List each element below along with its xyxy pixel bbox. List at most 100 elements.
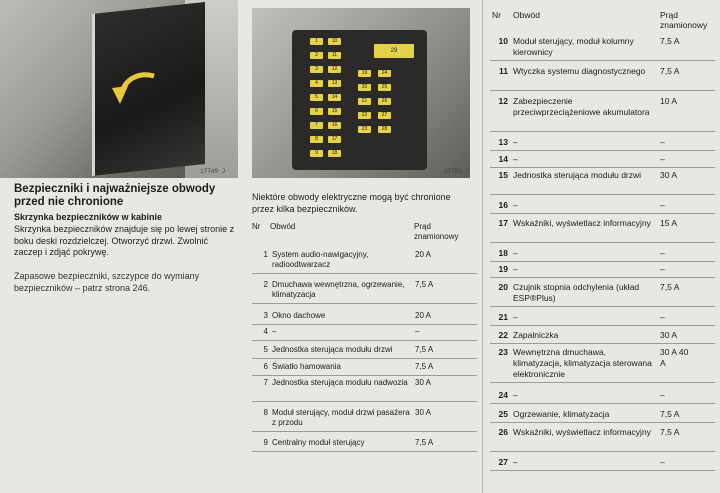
fuse: 23 (358, 126, 371, 133)
fuse: 25 (378, 84, 391, 91)
row-divider (252, 273, 477, 274)
fuse: 16 (328, 122, 341, 129)
rated-current: – (660, 457, 665, 467)
row-divider (490, 325, 715, 326)
circuit-name: – (513, 264, 518, 274)
row-divider (490, 90, 715, 91)
fuse: 10 (328, 38, 341, 45)
row-divider (252, 358, 477, 359)
fuse: 2 (310, 52, 323, 59)
column-header-current: Prąd znamionowy (414, 222, 459, 241)
circuit-name: Wtyczka systemu diagnostycznego (513, 66, 646, 76)
row-divider (490, 131, 715, 132)
fuse-number: 17 (498, 218, 508, 228)
fuse: 22 (358, 112, 371, 119)
rated-current: 30 A (415, 408, 432, 417)
fuse-number: 6 (263, 362, 268, 371)
row-divider (490, 306, 715, 307)
fuse-number: 23 (498, 347, 508, 357)
column-header-circuit: Obwód (270, 222, 296, 231)
rated-current: 30 A (660, 330, 678, 340)
circuit-name: Jednostka sterująca modułu nadwozia (272, 378, 408, 387)
fuse: 29 (374, 44, 414, 58)
rated-current: 7,5 A (660, 36, 680, 46)
figure-label: 17749 J (200, 168, 226, 175)
fuse-number: 9 (263, 438, 268, 447)
rated-current: – (660, 264, 665, 274)
paragraph-spare-fuses: Zapasowe bezpieczniki, szczypce do wymia… (14, 271, 200, 293)
rated-current: 20 A (415, 311, 432, 320)
circuit-name: Ogrzewanie, klimatyzacja (513, 409, 610, 419)
fuse: 18 (328, 150, 341, 157)
fuse: 1 (310, 38, 323, 45)
fuse-number: 11 (499, 66, 508, 76)
fuse: 21 (358, 98, 371, 105)
row-divider (252, 324, 477, 325)
rated-current: – (660, 154, 665, 164)
row-divider (490, 382, 715, 383)
circuit-name: – (513, 312, 518, 322)
rated-current: 30 A (415, 378, 432, 387)
fuse: 19 (358, 70, 371, 77)
column-divider (482, 0, 483, 493)
section-heading: Bezpieczniki i najważniejsze obwody prze… (14, 183, 216, 208)
fuse: 28 (378, 126, 391, 133)
fuse: 13 (328, 80, 341, 87)
circuit-name: Światło hamowania (272, 362, 341, 371)
rated-current: 7,5 A (415, 280, 434, 289)
row-divider (252, 303, 477, 304)
circuit-name: Dmuchawa wewnętrzna, ogrzewanie, klimaty… (272, 280, 405, 299)
fuse: 9 (310, 150, 323, 157)
fuse-box-location-photo (0, 0, 238, 178)
circuit-name: Zapalniczka (513, 330, 559, 340)
fuse-number: 26 (498, 427, 508, 437)
row-divider (252, 431, 477, 432)
fuse: 8 (310, 136, 323, 143)
circuit-name: – (513, 154, 518, 164)
circuit-name: Centralny moduł sterujący (272, 438, 365, 447)
fuse-number: 13 (498, 137, 508, 147)
fuse-number: 19 (498, 264, 508, 274)
row-divider (252, 340, 477, 341)
fuse-number: 20 (498, 282, 508, 292)
fuse: 6 (310, 108, 323, 115)
fuse-number: 8 (263, 408, 268, 417)
circuit-name: – (272, 327, 277, 336)
rated-current: 7,5 A (660, 427, 680, 437)
rated-current: 7,5 A (660, 409, 680, 419)
fuse-number: 4 (263, 327, 268, 336)
circuit-name: – (513, 137, 518, 147)
fuse-number: 15 (498, 170, 508, 180)
fuse-number: 16 (498, 200, 508, 210)
rated-current: 30 A 40 A (660, 347, 689, 368)
fuse: 17 (328, 136, 341, 143)
rated-current: – (660, 200, 665, 210)
fuse: 7 (310, 122, 323, 129)
row-divider (490, 194, 715, 195)
fuse: 27 (378, 112, 391, 119)
column-header-nr: Nr (492, 10, 501, 20)
rated-current: – (660, 137, 665, 147)
row-divider (490, 422, 715, 423)
fuse: 26 (378, 98, 391, 105)
circuit-name: Okno dachowe (272, 311, 326, 320)
fuse-number: 18 (498, 248, 508, 258)
circuit-name: Wskaźniki, wyświetlacz informacyjny (513, 218, 651, 228)
circuit-name: Jednostka sterująca modułu drzwi (513, 170, 642, 180)
rated-current: 7,5 A (415, 438, 434, 447)
circuit-name: Wskaźniki, wyświetlacz informacyjny (513, 427, 651, 437)
fuse-number: 12 (498, 96, 508, 106)
curved-arrow-icon (112, 72, 155, 104)
fuse-number: 24 (498, 390, 508, 400)
rated-current: 7,5 A (415, 345, 434, 354)
subheading: Skrzynka bezpieczników w kabinie (14, 212, 163, 222)
circuit-name: Czujnik stopnia odchylenia (układ ESP®Pl… (513, 282, 640, 303)
column-header-circuit: Obwód (513, 10, 540, 20)
fuse: 4 (310, 80, 323, 87)
fuse: 24 (378, 70, 391, 77)
rated-current: 7,5 A (660, 66, 680, 76)
rated-current: 10 A (660, 96, 678, 106)
